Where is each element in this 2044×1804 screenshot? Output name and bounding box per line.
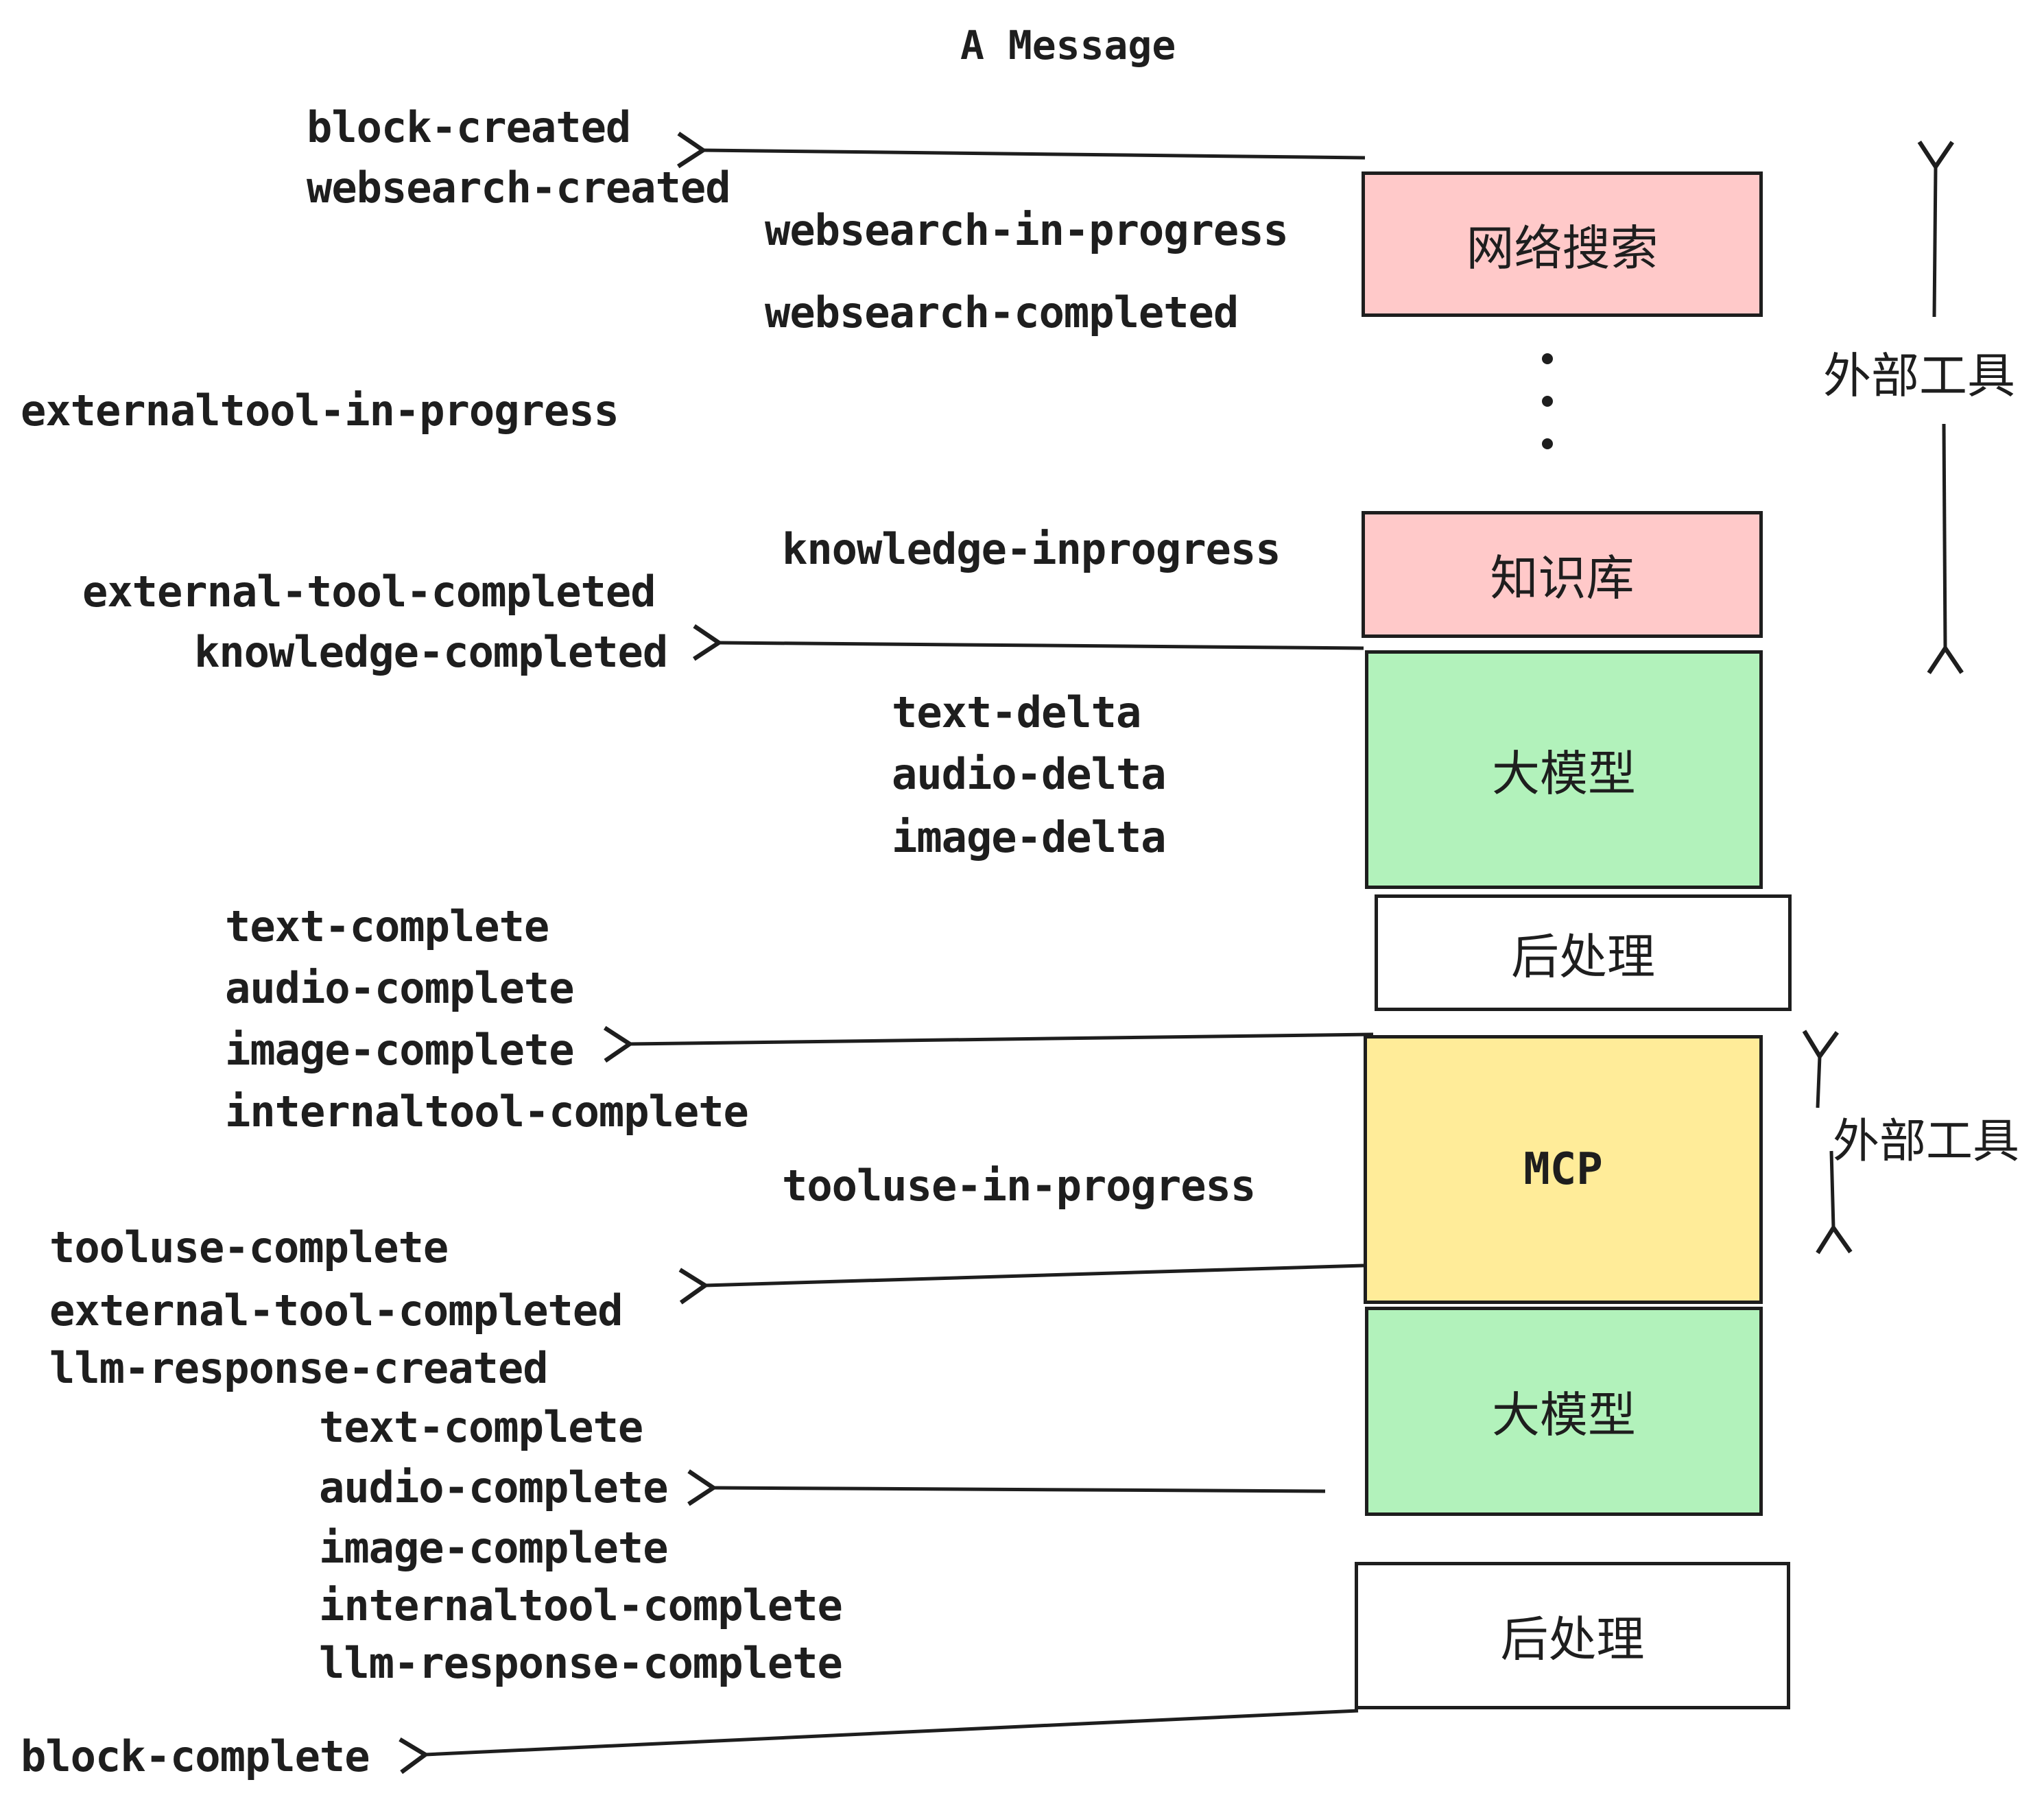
- event-label-llm-response-complete: llm-response-complete: [319, 1638, 843, 1688]
- box-llm-2: 大模型: [1365, 1307, 1763, 1516]
- box-knowledge: 知识库: [1362, 511, 1763, 638]
- event-label-image-complete-1: image-complete: [225, 1025, 575, 1075]
- ellipsis-dot-1: [1542, 353, 1553, 364]
- arrow-llm2-to-audio-complete: [687, 1469, 1326, 1506]
- page-title: A Message: [960, 22, 1176, 69]
- event-label-externaltool-in-progress: externaltool-in-progress: [21, 385, 619, 436]
- box-postprocess-2: 后处理: [1355, 1562, 1790, 1709]
- event-label-block-created: block-created: [307, 102, 631, 152]
- arrow-llm1-to-knowledge-completed: [693, 624, 1364, 661]
- box-label-postprocess-1: 后处理: [1511, 928, 1655, 985]
- event-label-image-delta-1: image-delta: [892, 812, 1167, 862]
- arrow-post2-to-block-complete: [399, 1709, 1359, 1775]
- event-label-tooluse-complete: tooluse-complete: [49, 1222, 449, 1272]
- event-label-audio-delta-1: audio-delta: [892, 749, 1167, 799]
- event-label-image-complete-2: image-complete: [319, 1523, 669, 1573]
- event-label-text-complete-2: text-complete: [319, 1402, 643, 1452]
- event-label-websearch-completed: websearch-completed: [765, 287, 1239, 337]
- event-label-text-complete-1: text-complete: [225, 901, 549, 951]
- arrow-external-tools-1-up: [1917, 141, 1954, 318]
- event-label-websearch-created: websearch-created: [307, 163, 731, 213]
- event-label-text-delta-1: text-delta: [892, 687, 1141, 737]
- side-label-external-tools-2: 外部工具: [1833, 1115, 2020, 1169]
- arrow-external-tools-1-down: [1927, 423, 1964, 674]
- box-postprocess-1: 后处理: [1375, 894, 1792, 1011]
- box-label-knowledge: 知识库: [1490, 550, 1635, 606]
- event-label-external-tool-completed-2: external-tool-completed: [49, 1285, 623, 1336]
- event-label-knowledge-completed: knowledge-completed: [194, 627, 668, 677]
- box-mcp: MCP: [1364, 1035, 1763, 1304]
- box-websearch: 网络搜索: [1362, 171, 1763, 317]
- event-label-knowledge-inprogress: knowledge-inprogress: [782, 524, 1281, 574]
- arrow-mcp-to-image-complete: [603, 1025, 1374, 1063]
- event-label-block-complete: block-complete: [21, 1731, 370, 1781]
- event-label-audio-complete-2: audio-complete: [319, 1462, 669, 1512]
- box-llm-1: 大模型: [1365, 650, 1763, 889]
- ellipsis-dot-2: [1542, 396, 1553, 407]
- box-label-llm-1: 大模型: [1492, 745, 1636, 802]
- arrow-external-tools-2-up: [1802, 1030, 1840, 1108]
- box-label-postprocess-2: 后处理: [1500, 1611, 1645, 1667]
- event-label-audio-complete-1: audio-complete: [225, 963, 575, 1013]
- arrow-websearch-to-block-created: [676, 131, 1366, 169]
- event-label-internaltool-complete-1: internaltool-complete: [225, 1087, 749, 1137]
- event-label-internaltool-complete-2: internaltool-complete: [319, 1580, 843, 1630]
- arrow-mcp-to-tooluse-complete: [678, 1263, 1364, 1305]
- event-label-external-tool-completed-1: external-tool-completed: [82, 567, 656, 617]
- side-label-external-tools-1: 外部工具: [1823, 348, 2015, 404]
- box-label-websearch: 网络搜索: [1466, 219, 1659, 276]
- box-label-mcp: MCP: [1523, 1144, 1603, 1195]
- event-label-tooluse-in-progress: tooluse-in-progress: [782, 1161, 1256, 1211]
- ellipsis-dot-3: [1542, 438, 1553, 449]
- event-label-websearch-in-progress: websearch-in-progress: [765, 205, 1289, 255]
- box-label-llm-2: 大模型: [1492, 1387, 1636, 1443]
- event-label-llm-response-created: llm-response-created: [49, 1343, 549, 1393]
